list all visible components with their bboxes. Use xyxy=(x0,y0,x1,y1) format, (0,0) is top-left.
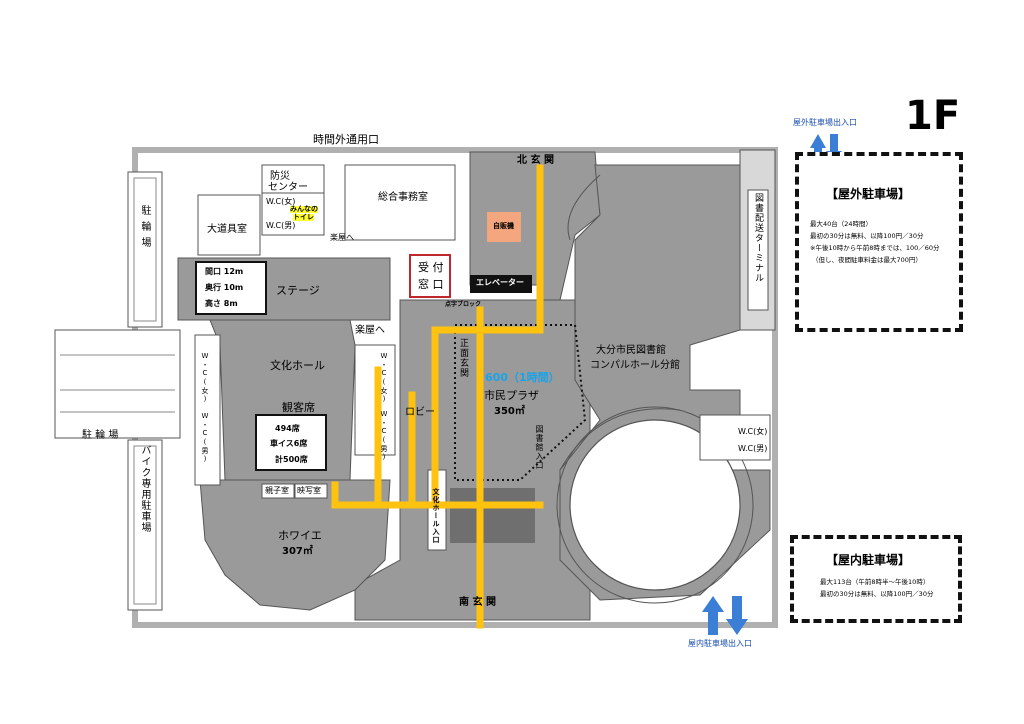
plaza-zone xyxy=(454,324,587,481)
props-room-label: 大道具室 xyxy=(207,224,247,235)
outdoor-parking-line-1: 最大40台（24時間） xyxy=(810,220,873,228)
elevator-box xyxy=(470,275,532,293)
wc-left-female: W・C(女) xyxy=(201,352,209,404)
south-entrance-label: 南 玄 関 xyxy=(459,597,496,608)
outdoor-parking-box xyxy=(795,152,963,332)
stage-label: ステージ xyxy=(276,284,320,297)
motorbike-parking-label: バイク専用駐車場 xyxy=(139,445,150,533)
outdoor-parking-line-2: 最初の30分は無料、以降100円／30分 xyxy=(810,232,924,240)
stage-width: 間口 12m xyxy=(205,267,244,276)
front-entrance-label: 正面玄関 xyxy=(458,338,468,378)
dressing-room-side-label: 楽屋へ xyxy=(355,325,385,336)
library-label-2: コンパルホール分館 xyxy=(590,360,680,371)
wc-right-female: W.C(女) xyxy=(738,427,768,436)
after-hours-entrance-label: 時間外通用口 xyxy=(313,133,379,146)
rooms xyxy=(194,164,771,551)
universal-toilet-label-1: みんなの xyxy=(290,205,318,213)
projection-room-label: 映写室 xyxy=(297,486,321,495)
library-label-1: 大分市民図書館 xyxy=(596,345,666,356)
bicycle-parking-left-label: 駐 輪 場 xyxy=(82,430,119,441)
general-office-label: 総合事務室 xyxy=(378,192,428,203)
foyer-label: ホワイエ xyxy=(278,529,322,542)
floor-label: 1F xyxy=(905,93,961,139)
outdoor-parking-entrance-label: 屋外駐車場出入口 xyxy=(793,118,857,127)
citizens-plaza-label: 市民プラザ xyxy=(484,389,539,402)
wc-male-top: W.C(男) xyxy=(266,221,296,230)
reception-label-1: 受 付 xyxy=(418,261,444,274)
parent-child-room-label: 親子室 xyxy=(265,486,289,495)
seats-line-2: 車イス6席 xyxy=(270,439,308,448)
wc-right-male: W.C(男) xyxy=(738,444,768,453)
plaza-capacity-label: 600（1時間） xyxy=(485,371,560,384)
culture-hall-entrance-label: 文化ホール入口 xyxy=(432,488,440,544)
north-entrance-label: 北 玄 関 xyxy=(517,155,554,166)
outdoor-parking-line-3: ※午後10時から午前8時までは、100／60分 xyxy=(810,244,940,252)
library-circle xyxy=(556,174,754,604)
foyer-area: 307㎡ xyxy=(282,546,313,557)
indoor-parking-line-2: 最初の30分は無料、以降100円／30分 xyxy=(820,590,934,598)
indoor-parking-entrance-label: 屋内駐車場出入口 xyxy=(688,639,752,648)
vending-box xyxy=(487,212,521,242)
lobby-label: ロビー xyxy=(405,407,435,418)
elevator-label: エレベーター xyxy=(476,278,524,287)
seats-line-3: 計500席 xyxy=(275,455,308,464)
stage-height: 高さ 8m xyxy=(205,299,238,308)
braille-block-label: 点字ブロック xyxy=(445,301,482,308)
indoor-parking-line-1: 最大113台（午前8時半～午後10時） xyxy=(820,578,930,586)
seats-line-1: 494席 xyxy=(275,424,300,433)
library-delivery-terminal-label: 図書配送ターミナル xyxy=(753,193,763,283)
outdoor-parking-line-4: （但し、夜間駐車料金は最大700円） xyxy=(812,256,922,264)
indoor-parking-box xyxy=(790,535,962,623)
wc-left-male: W・C(男) xyxy=(201,412,209,464)
bicycle-parking-top-label: 駐輪場 xyxy=(139,205,150,253)
info-boxes xyxy=(195,261,327,471)
entrance-carpet xyxy=(450,488,535,543)
stage-depth: 奥行 10m xyxy=(205,283,244,292)
universal-toilet-label-2: トイレ xyxy=(293,213,314,221)
audience-seats-label: 観客席 xyxy=(282,401,315,414)
braille-route xyxy=(331,164,544,629)
indoor-parking-title: 【屋内駐車場】 xyxy=(826,553,911,567)
disaster-center-label-2: センター xyxy=(268,182,308,193)
culture-hall-label: 文化ホール xyxy=(270,359,325,372)
plaza-area-label: 350㎡ xyxy=(494,406,525,417)
reception-label-2: 窓 口 xyxy=(418,278,444,291)
wc-mid-male: W・C(男) xyxy=(380,410,388,462)
library-entrance-label: 図書館入口 xyxy=(535,425,544,470)
indoor-parking-arrows xyxy=(702,596,748,635)
dressing-room-top-label: 楽屋へ xyxy=(330,233,354,242)
vending-label: 自販機 xyxy=(493,222,514,230)
outdoor-parking-title: 【屋外駐車場】 xyxy=(826,187,911,201)
wc-mid-female: W・C(女) xyxy=(380,352,388,404)
reception-box xyxy=(409,254,451,298)
wc-female-top: W.C(女) xyxy=(266,197,296,206)
disaster-center-label-1: 防災 xyxy=(270,171,290,182)
